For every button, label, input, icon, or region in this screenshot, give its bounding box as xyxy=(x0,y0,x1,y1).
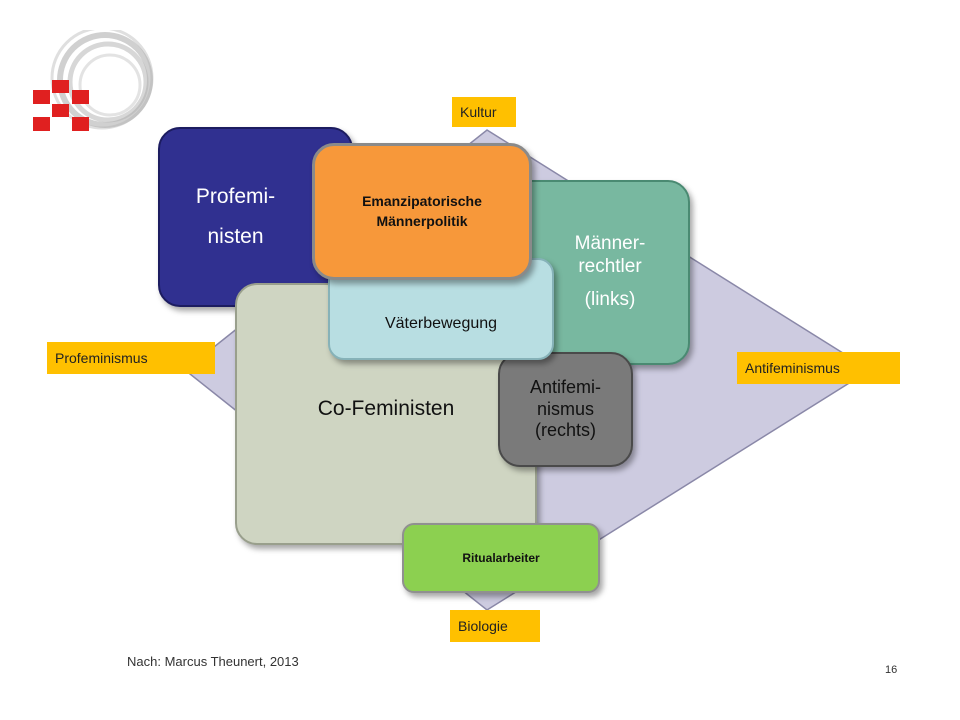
box-ritualarbeiter: Ritualarbeiter xyxy=(402,523,600,593)
cofeministen-label: Co-Feministen xyxy=(317,397,455,420)
vaeterbewegung-label: Väterbewegung xyxy=(384,315,498,332)
label-biologie: Biologie xyxy=(450,610,540,642)
emanzipatorische-line-2: Männerpolitik xyxy=(376,212,468,229)
box-antifeminismus-rechts: Antifemi- nismus (rechts) xyxy=(498,352,633,467)
maennerrechtler-line-2: rechtler xyxy=(578,256,642,278)
antifeminismus-rechts-line-2: nismus xyxy=(536,398,594,419)
label-profeminismus: Profeminismus xyxy=(47,342,215,374)
label-antifeminismus: Antifeminismus xyxy=(737,352,900,384)
profeministen-line-2: nisten xyxy=(207,225,264,248)
source-note: Nach: Marcus Theunert, 2013 xyxy=(127,654,299,669)
antifeminismus-rechts-line-1: Antifemi- xyxy=(529,377,601,398)
emanzipatorische-line-1: Emanzipatorische xyxy=(362,192,482,209)
profeministen-line-1: Profemi- xyxy=(195,185,276,209)
box-emanzipatorische-maennerpolitik: Emanzipatorische Männerpolitik xyxy=(312,143,532,280)
logo-squares-icon xyxy=(33,80,89,131)
page-number: 16 xyxy=(885,664,898,676)
label-kultur: Kultur xyxy=(452,97,516,127)
maennerrechtler-line-1: Männer- xyxy=(574,233,646,255)
maennerrechtler-line-3: (links) xyxy=(584,288,636,310)
logo xyxy=(33,30,154,131)
ritualarbeiter-label: Ritualarbeiter xyxy=(462,551,540,565)
antifeminismus-rechts-line-3: (rechts) xyxy=(534,420,596,441)
